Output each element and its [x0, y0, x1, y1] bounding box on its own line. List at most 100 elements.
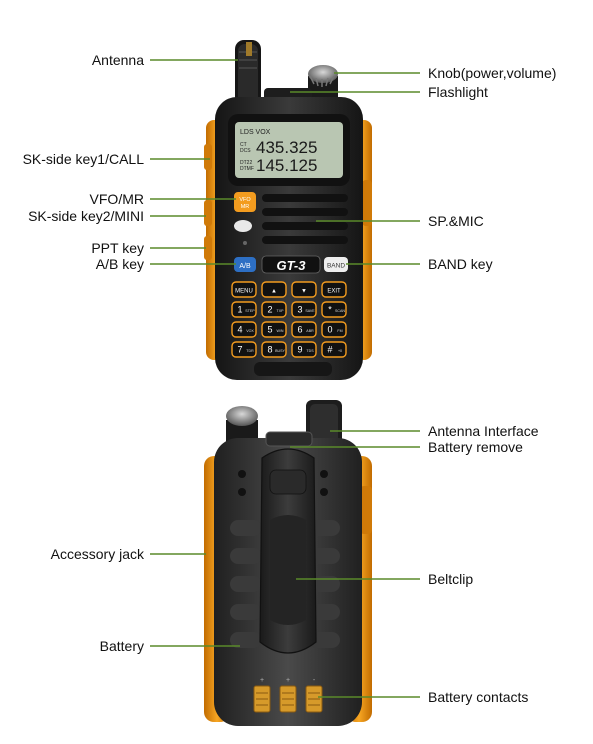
keypad-key[interactable]: 4 VOX: [231, 321, 257, 338]
display-line1-tag-bottom: DCS: [240, 148, 251, 154]
keypad-key[interactable]: 2 TXP: [261, 301, 287, 318]
leader-lines: [150, 59, 420, 698]
keypad-key-sublabel: SAVE: [305, 309, 315, 313]
sk-key1-graphic: [204, 144, 212, 170]
display-screen: [235, 122, 343, 178]
back-knob-graphic: [226, 406, 258, 426]
display-line2: 145.125: [256, 156, 317, 175]
flashlight-button[interactable]: [234, 220, 252, 232]
display-line2-tag-bottom: DTMF: [240, 166, 254, 172]
label-battery-contacts: Battery contacts: [428, 689, 529, 705]
speaker-grille: [262, 194, 348, 244]
label-band-key: BAND key: [428, 256, 493, 272]
keypad-key-sublabel: +0: [338, 349, 342, 353]
keypad-key[interactable]: 6 ABR: [291, 321, 317, 338]
sk-key2-graphic: [204, 200, 212, 226]
keypad-key[interactable]: 5 W/N: [261, 321, 287, 338]
label-beltclip: Beltclip: [428, 571, 474, 587]
band-button[interactable]: [324, 257, 348, 272]
label-knob: Knob(power,volume): [428, 65, 557, 81]
display-line1: 435.325: [256, 138, 317, 157]
keypad-key-sublabel: VOX: [246, 329, 254, 333]
keypad-key-sublabel: W/N: [277, 329, 284, 333]
contact-mark-2: +: [286, 677, 290, 684]
keypad-key[interactable]: EXIT: [321, 281, 347, 298]
display-line1-tag-top: CT: [240, 142, 247, 148]
knob-graphic: [308, 65, 338, 100]
keypad-key[interactable]: MENU: [231, 281, 257, 298]
mic-hole: [243, 241, 247, 245]
keypad-key[interactable]: 7 TDR: [231, 341, 257, 358]
keypad-key-sublabel: TDR: [246, 349, 254, 353]
keypad-key[interactable]: *SCAN: [321, 301, 347, 318]
label-battery: Battery: [99, 638, 144, 654]
keypad-key[interactable]: ▼: [291, 281, 317, 298]
keypad-key[interactable]: 9 TDS: [291, 341, 317, 358]
screw-icon: [238, 488, 246, 496]
keypad-key-sublabel: FM: [337, 329, 342, 333]
label-flashlight: Flashlight: [428, 84, 488, 100]
keypad-key[interactable]: # +0: [321, 341, 347, 358]
ppt-key-graphic: [204, 236, 212, 260]
keypad-key-label: 4: [237, 325, 242, 335]
keypad-key-label: EXIT: [327, 289, 341, 295]
keypad-key-label: *: [328, 305, 332, 315]
display-line2-tag-top: DT22: [240, 160, 252, 166]
back-radio: + + -: [204, 400, 372, 726]
screw-icon: [320, 488, 328, 496]
label-sk-side-key1: SK-side key1/CALL: [22, 151, 144, 167]
vfo-button-bottom-label: MR: [241, 204, 250, 210]
label-ppt-key: PPT key: [91, 240, 144, 256]
label-antenna: Antenna: [91, 52, 144, 68]
keypad-key-label: ▼: [301, 289, 307, 295]
keypad-key-label: 5: [267, 325, 272, 335]
contact-mark-1: +: [260, 677, 264, 684]
label-battery-remove: Battery remove: [428, 439, 523, 455]
screw-icon: [320, 470, 328, 478]
ab-button[interactable]: [234, 257, 256, 272]
keypad-key-label: 8: [267, 345, 272, 355]
front-bottom-strip: [254, 362, 332, 376]
contact-mark-3: -: [313, 677, 316, 684]
vfo-button-top-label: VFO: [239, 197, 251, 203]
antenna-graphic: [235, 40, 261, 110]
keypad-key-label: MENU: [235, 289, 253, 295]
ab-button-label: A/B: [239, 263, 251, 270]
right-side-tab: [362, 180, 372, 226]
keypad-key-sublabel: TDS: [306, 349, 314, 353]
keypad-key-label: 9: [297, 345, 302, 355]
screw-icon: [238, 470, 246, 478]
keypad-key-label: 7: [237, 345, 242, 355]
keypad-key-label: #: [327, 345, 332, 355]
battery-remove-latch[interactable]: [265, 431, 313, 447]
display-status-row: LDS VOX: [240, 129, 271, 136]
keypad-key-sublabel: SCAN: [335, 309, 345, 313]
keypad-key-label: 1: [237, 305, 242, 315]
battery-contacts: + + -: [253, 677, 323, 713]
label-sk-side-key2: SK-side key2/MINI: [28, 208, 144, 224]
keypad-key-sublabel: TXP: [277, 309, 285, 313]
label-vfo-mr: VFO/MR: [89, 191, 144, 207]
keypad-key-sublabel: ABR: [306, 329, 314, 333]
keypad-key[interactable]: ▲: [261, 281, 287, 298]
front-radio: LDS VOX CT DCS 435.325 DT22 DTMF 145.125…: [204, 40, 372, 380]
vfo-mr-button[interactable]: [234, 192, 256, 212]
label-ab-key: A/B key: [95, 256, 144, 272]
keypad-key-label: ▲: [271, 289, 277, 295]
model-name: GT-3: [277, 258, 307, 273]
label-accessory-jack: Accessory jack: [50, 546, 144, 562]
keypad-key-label: 3: [297, 305, 302, 315]
keypad-key-label: 6: [297, 325, 302, 335]
keypad-key-sublabel: STEP: [245, 309, 255, 313]
keypad-key-sublabel: BUSY: [275, 349, 285, 353]
keypad-key-label: 2: [267, 305, 272, 315]
label-antenna-interface: Antenna Interface: [428, 423, 539, 439]
band-button-label: BAND: [327, 263, 345, 270]
